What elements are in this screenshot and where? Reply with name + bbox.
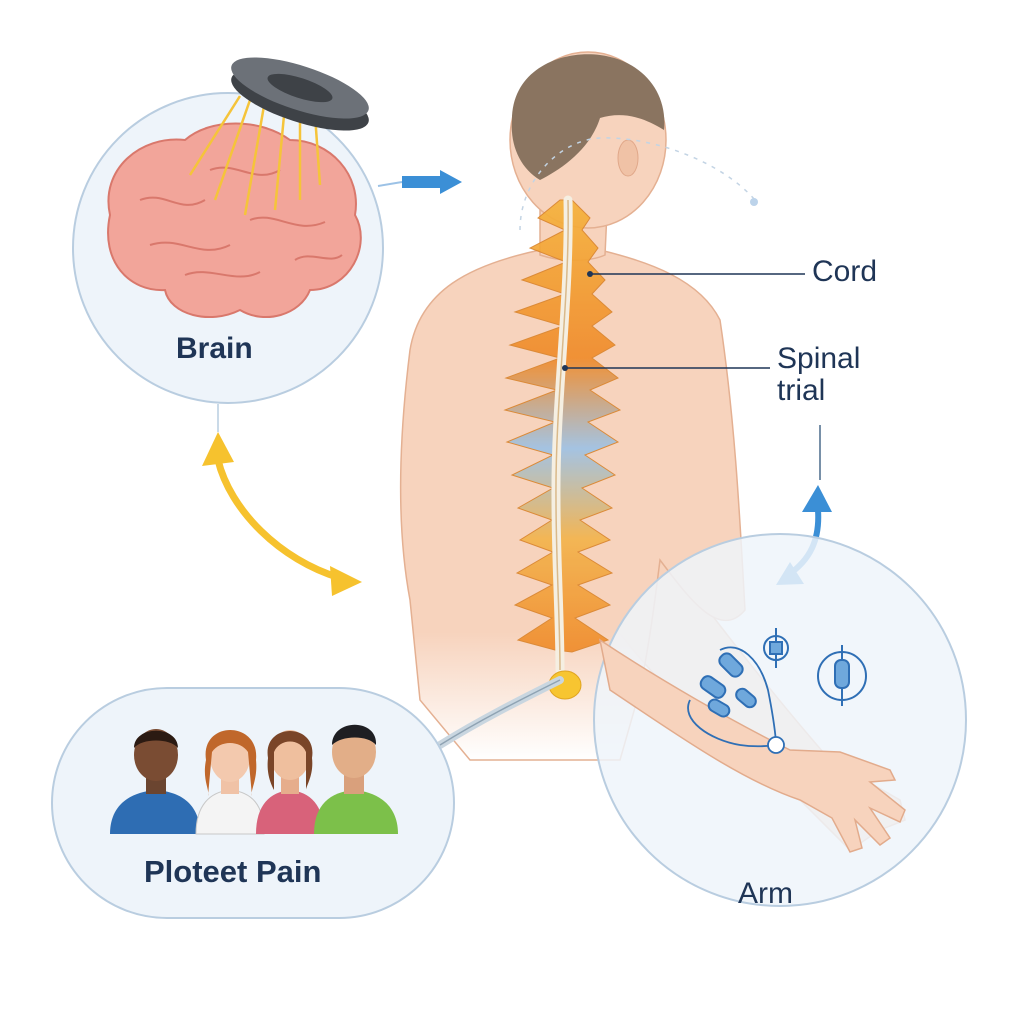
spine xyxy=(436,195,622,749)
stimulator-disc-icon xyxy=(231,57,369,131)
spinal-trial-leader xyxy=(562,365,770,371)
person-icon xyxy=(195,730,265,835)
pain-label: Ploteet Pain xyxy=(144,854,322,889)
arm-bubble xyxy=(593,533,967,907)
spinal-label-line1: Spinal xyxy=(777,342,861,375)
spinal-trial-label: Spinal trial xyxy=(777,343,860,406)
person-icon xyxy=(110,729,200,834)
electrode-icon xyxy=(699,652,757,718)
brain-bubble xyxy=(72,57,384,404)
pain-bubble xyxy=(51,687,455,919)
hair xyxy=(511,54,665,180)
ear xyxy=(617,139,639,177)
sensor-icon xyxy=(763,628,789,668)
brain-icon xyxy=(107,122,362,319)
brain-pain-arrow xyxy=(202,432,362,596)
person-icon xyxy=(314,724,398,834)
cord-label: Cord xyxy=(812,255,878,288)
person-icon xyxy=(256,730,324,834)
spinal-label-line2: trial xyxy=(777,373,826,407)
spinal-cord-edge xyxy=(555,199,569,671)
cord-leader xyxy=(587,271,805,277)
head-connector xyxy=(519,137,756,231)
brain-label: Brain xyxy=(176,332,253,365)
brain-to-body-arrow xyxy=(377,170,462,194)
spine-spikes xyxy=(503,199,622,653)
connector-dot xyxy=(750,198,758,206)
sensor-icon xyxy=(817,645,867,706)
arm-label: Arm xyxy=(738,877,793,910)
